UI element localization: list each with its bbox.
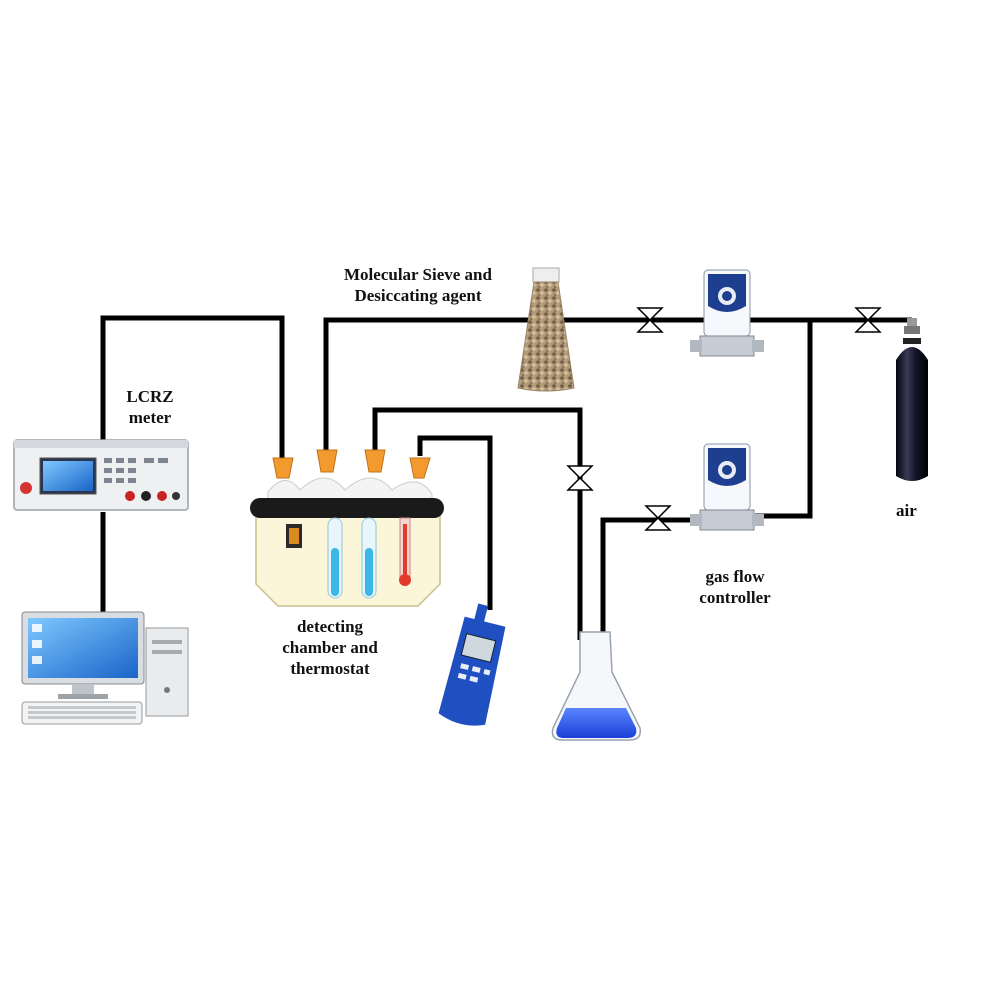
pipe-main-line [323,317,900,450]
label-line: Molecular Sieve and [344,265,492,284]
valve-icon[interactable] [644,505,672,531]
label-line: Desiccating agent [354,286,482,305]
label-line: thermostat [290,659,370,678]
molecular-sieve-label: Molecular Sieve and Desiccating agent [318,264,518,306]
air-label: air [896,501,917,520]
pipe-bubbler-inlet [600,517,705,640]
gas-cylinder-icon [896,318,928,481]
mass-flow-controller-icon [690,443,764,531]
pipe-lcrz-to-chamber [100,315,285,458]
hygrometer-icon [438,603,506,726]
label-line: gas flow [705,567,765,586]
label-line: detecting [296,617,364,636]
label-line: meter [128,408,172,427]
label-line: LCRZ [126,387,174,406]
valve-icon[interactable] [636,307,664,333]
valve-icon[interactable] [854,307,882,333]
sieve-flask-icon [517,267,575,392]
erlenmeyer-flask-icon [551,631,642,741]
label-line: controller [699,588,771,607]
pipe-chamber-to-bubbler [372,407,583,640]
detecting-chamber-label: detecting chamber and thermostat [270,616,390,679]
pipe-branch-lower [755,320,813,519]
computer-icon [21,611,189,725]
gas-flow-controller-label: gas flow controller [680,566,790,608]
pipe-chamber-to-hygrometer [417,435,493,610]
stopper-icon [272,449,431,479]
lcrz-meter-icon [13,439,189,511]
pipe-network [100,315,912,640]
valve-icon[interactable] [566,465,594,491]
reaction-vessel-icon [250,449,444,607]
mass-flow-controller-icon [690,269,764,357]
label-line: chamber and [282,638,378,657]
lcrz-meter-label: LCRZ meter [110,386,190,428]
